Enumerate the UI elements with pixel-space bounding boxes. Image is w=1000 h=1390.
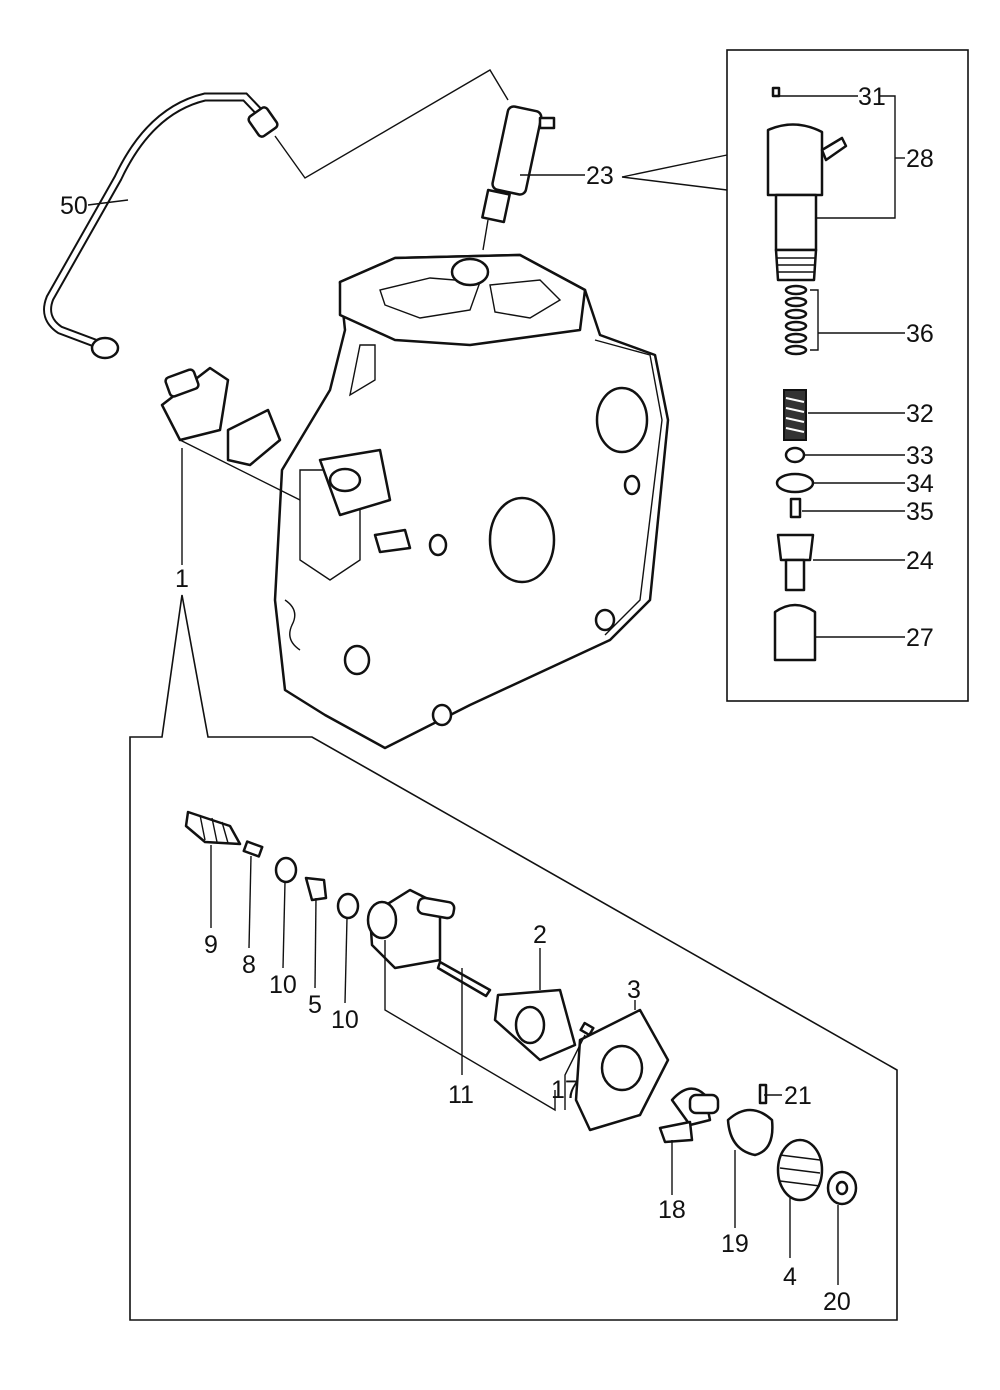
label-35: 35 bbox=[906, 498, 934, 526]
label-3: 3 bbox=[627, 976, 641, 1004]
label-33: 33 bbox=[906, 442, 934, 470]
label-4: 4 bbox=[783, 1263, 797, 1291]
label-34: 34 bbox=[906, 470, 934, 498]
nozzle-detail-frame bbox=[726, 49, 969, 702]
label-19: 19 bbox=[721, 1230, 749, 1258]
fuel-pump-assembled bbox=[160, 366, 301, 501]
label-50: 50 bbox=[60, 192, 88, 220]
label-10-a: 10 bbox=[269, 971, 297, 999]
nozzle-detail-parts bbox=[766, 86, 848, 662]
label-21: 21 bbox=[784, 1082, 812, 1110]
injector-nozzle-23 bbox=[481, 105, 556, 251]
label-28: 28 bbox=[906, 145, 934, 173]
engine-crankcase bbox=[273, 253, 670, 750]
label-32: 32 bbox=[906, 400, 934, 428]
part-labels: 50 23 1 31 28 36 32 33 34 35 24 27 9 8 1… bbox=[60, 83, 934, 1316]
label-5: 5 bbox=[308, 991, 322, 1019]
label-9: 9 bbox=[204, 931, 218, 959]
label-31: 31 bbox=[858, 83, 886, 111]
label-23: 23 bbox=[586, 162, 614, 190]
label-1: 1 bbox=[175, 565, 189, 593]
label-8: 8 bbox=[242, 951, 256, 979]
label-20: 20 bbox=[823, 1288, 851, 1316]
leader-lines bbox=[87, 69, 905, 1285]
label-36: 36 bbox=[906, 320, 934, 348]
label-24: 24 bbox=[906, 547, 934, 575]
pump-detail-parts bbox=[184, 810, 858, 1206]
label-18: 18 bbox=[658, 1196, 686, 1224]
pump-detail-frame bbox=[129, 594, 898, 1321]
label-10-b: 10 bbox=[331, 1006, 359, 1034]
label-17: 17 bbox=[551, 1076, 579, 1104]
label-11: 11 bbox=[448, 1081, 474, 1109]
label-2: 2 bbox=[533, 921, 547, 949]
label-27: 27 bbox=[906, 624, 934, 652]
fuel-injection-pipe bbox=[43, 92, 279, 360]
